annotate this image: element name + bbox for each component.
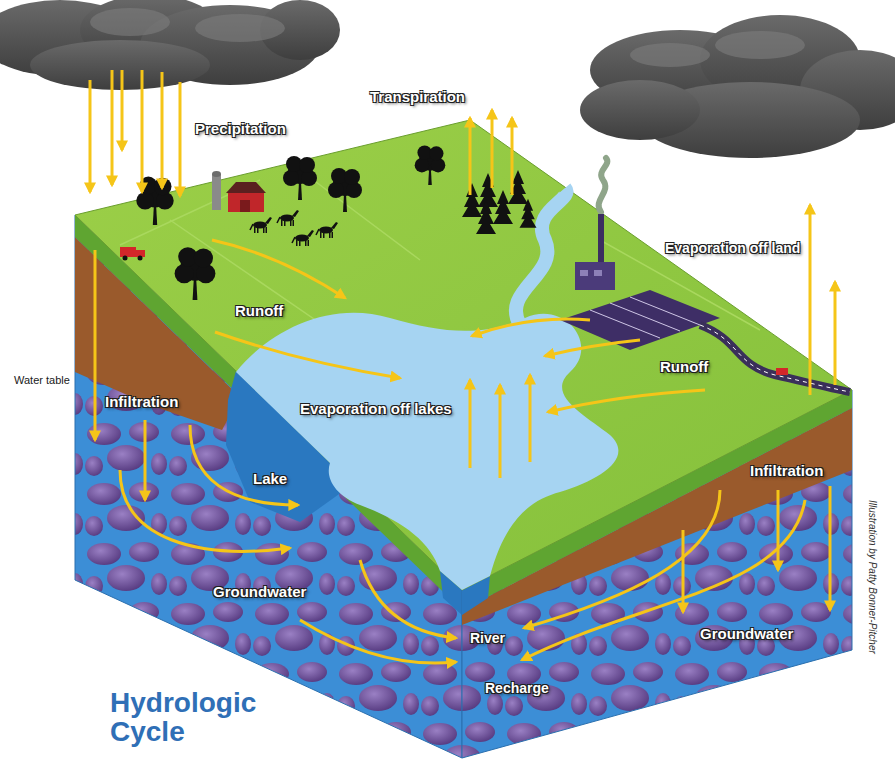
- silo: [212, 171, 221, 210]
- flow-arrow: [190, 425, 298, 505]
- flow-arrow: [360, 560, 456, 638]
- flow-arrow: [829, 486, 832, 610]
- factory: [594, 270, 602, 276]
- pine-tree: [478, 173, 498, 207]
- pine-tree: [493, 190, 513, 224]
- process-label: Precipitation: [195, 120, 286, 138]
- credit-text: Illustration by Patty Bonner-Pitcher: [866, 500, 878, 654]
- process-label: Runoff: [235, 302, 283, 320]
- cloud: [580, 80, 700, 140]
- process-label: Recharge: [485, 680, 549, 697]
- process-label: Runoff: [660, 358, 708, 376]
- flow-arrow: [469, 118, 472, 195]
- pine-tree: [462, 183, 482, 217]
- feature-label: Groundwater: [213, 583, 306, 601]
- barn: [226, 182, 266, 193]
- barn: [240, 200, 250, 212]
- flow-arrow: [144, 420, 147, 500]
- cloud: [30, 40, 210, 90]
- land-surface: [75, 120, 852, 590]
- truck: [138, 256, 143, 261]
- flow-arrow: [548, 390, 705, 412]
- flow-arrow: [141, 70, 144, 192]
- silo: [212, 171, 221, 177]
- silo: [212, 174, 221, 210]
- flow-arrow: [524, 490, 720, 628]
- feature-label: Lake: [253, 470, 287, 488]
- flow-arrow: [472, 319, 590, 336]
- process-label: Evaporation off lakes: [300, 400, 452, 418]
- flow-arrow: [179, 82, 182, 196]
- truck: [123, 256, 128, 261]
- flow-arrow: [777, 490, 780, 570]
- feature-label: River: [470, 630, 505, 647]
- lake: [236, 313, 618, 590]
- cloud: [195, 14, 285, 42]
- cloud: [90, 8, 170, 36]
- factory: [580, 270, 588, 276]
- road: [776, 368, 788, 375]
- river: [516, 188, 567, 325]
- cloud: [580, 15, 895, 158]
- flow-arrow: [215, 332, 400, 378]
- tree: [175, 247, 216, 300]
- flow-arrow: [491, 110, 494, 188]
- flow-arrow: [300, 620, 456, 663]
- feature-label: Groundwater: [700, 625, 793, 643]
- parking-lot: [590, 297, 700, 338]
- flow-arrow: [90, 70, 835, 663]
- flow-arrow: [161, 72, 164, 188]
- flow-arrow: [121, 70, 124, 150]
- tree: [136, 145, 445, 300]
- barn: [228, 192, 264, 212]
- flow-arrow: [511, 118, 514, 195]
- process-label: Infiltration: [105, 393, 178, 411]
- tree: [328, 168, 362, 212]
- smoke: [599, 158, 608, 212]
- factory: [598, 214, 604, 264]
- horse: [292, 230, 314, 246]
- flow-arrow: [111, 70, 114, 185]
- truck: [120, 247, 136, 257]
- flow-arrow: [545, 340, 640, 356]
- road: [700, 325, 850, 392]
- tree: [283, 156, 317, 200]
- flow-arrow: [89, 80, 92, 192]
- flow-arrow: [529, 375, 532, 462]
- flow-arrow: [499, 385, 502, 478]
- flow-arrow: [120, 470, 290, 551]
- flow-arrow: [834, 282, 837, 385]
- pine-tree: [462, 170, 537, 234]
- horse: [316, 222, 338, 238]
- cloud: [630, 43, 710, 67]
- flow-arrow: [522, 500, 805, 660]
- diagram-title: Hydrologic Cycle: [110, 688, 285, 747]
- tree: [415, 145, 446, 185]
- barn: [226, 182, 266, 212]
- factory: [575, 262, 615, 290]
- cloud: [0, 0, 340, 90]
- road: [700, 325, 850, 392]
- pine-tree: [520, 199, 537, 228]
- flow-arrow: [94, 250, 97, 440]
- horse: [250, 210, 338, 246]
- layer-label: Water table: [14, 374, 70, 387]
- horse: [277, 210, 299, 226]
- flow-arrow: [212, 240, 345, 298]
- flow-arrow: [809, 205, 812, 395]
- cloud: [715, 31, 805, 59]
- process-label: Transpiration: [370, 88, 465, 106]
- process-label: Evaporation off land: [665, 240, 800, 257]
- horse: [250, 217, 272, 233]
- pine-tree: [476, 200, 496, 234]
- flow-arrow: [469, 380, 472, 468]
- road: [700, 325, 850, 392]
- process-label: Infiltration: [750, 462, 823, 480]
- factory: [575, 214, 615, 290]
- truck: [120, 247, 145, 261]
